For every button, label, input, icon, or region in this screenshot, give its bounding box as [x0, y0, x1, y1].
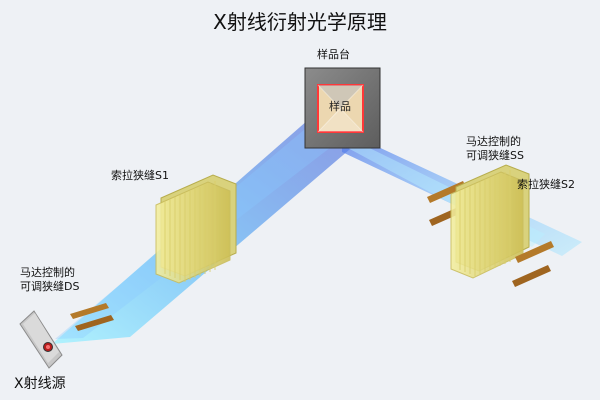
soller-slit-s2-label: 索拉狭缝S2	[517, 178, 575, 191]
page-title: X射线衍射光学原理	[213, 10, 387, 34]
scatter-slit-label-line2: 可调狭缝SS	[466, 149, 524, 162]
divergence-slit-icon	[70, 303, 114, 331]
detector-slit-icon	[512, 241, 554, 287]
soller-slit-s1-label: 索拉狭缝S1	[111, 169, 169, 182]
sample-stage-icon	[304, 67, 381, 149]
divergence-slit-label-line2: 可调狭缝DS	[20, 280, 80, 293]
soller-slit-icon	[450, 164, 530, 279]
sample-stage-label: 样品台	[317, 48, 350, 61]
xray-source-icon	[19, 310, 63, 369]
sample-label: 样品	[329, 100, 351, 113]
xray-source-label: X射线源	[14, 376, 66, 392]
soller-slit-icon	[155, 174, 237, 284]
scatter-slit-label-line1: 马达控制的	[466, 135, 521, 148]
divergence-slit-label-line1: 马达控制的	[20, 266, 75, 279]
